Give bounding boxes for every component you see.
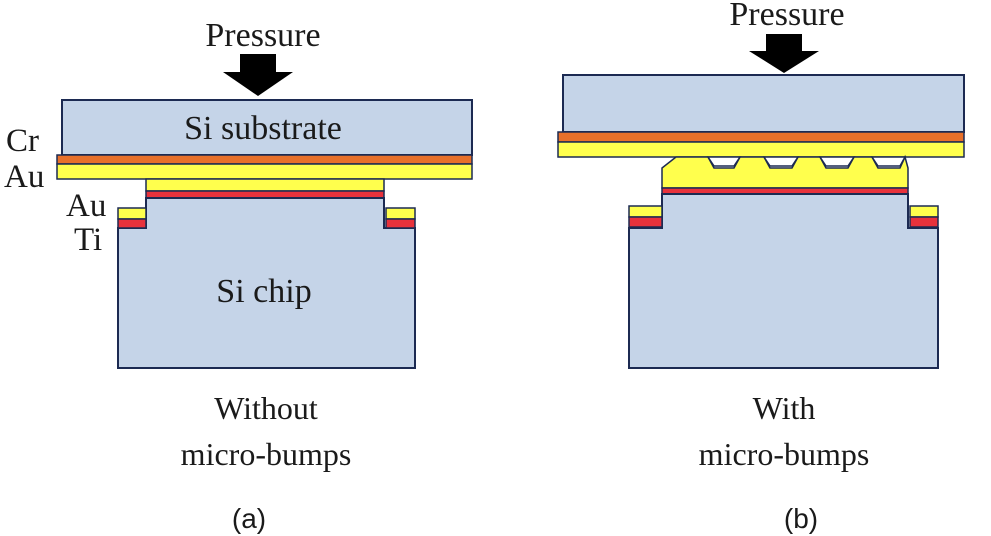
panel-a-au-pad <box>145 178 385 192</box>
panel-b-au-right <box>909 205 939 218</box>
micro-bump-void-2 <box>762 156 800 167</box>
panel-b-si-substrate <box>562 74 965 133</box>
panel-b-pressure-label: Pressure <box>729 0 844 33</box>
panel-a-ti-pad <box>145 190 385 199</box>
panel-b-cr-layer <box>557 131 965 143</box>
panel-b-au-layer-substrate <box>557 141 965 158</box>
label-au-substrate: Au <box>4 159 44 195</box>
panel-a-si-substrate <box>61 99 473 156</box>
panel-a-au-right <box>385 207 416 220</box>
panel-a: Pressure Si substrate Si chip Cr Au Au T… <box>4 17 473 534</box>
label-ti: Ti <box>74 222 102 258</box>
panel-b-au-left <box>628 205 663 218</box>
panel-a-si-substrate-label: Si substrate <box>184 110 342 147</box>
micro-bump-void-4 <box>870 156 907 167</box>
panel-a-letter: (a) <box>232 503 266 534</box>
label-cr: Cr <box>6 123 39 159</box>
panel-b: Pressure With micro-bumps (b) <box>557 0 965 534</box>
panel-a-si-chip-label: Si chip <box>216 273 311 310</box>
panel-a-caption-line1: Without <box>214 390 318 426</box>
label-au-chip: Au <box>66 188 106 224</box>
panel-a-ti-right <box>385 218 416 229</box>
panel-a-au-left <box>117 207 147 220</box>
panel-b-ti-right <box>909 216 939 228</box>
panel-a-pressure-label: Pressure <box>205 17 320 54</box>
panel-a-ti-left <box>117 218 147 229</box>
micro-bump-void-1 <box>706 156 742 167</box>
panel-a-au-layer-substrate <box>56 163 473 180</box>
panel-b-caption-line2: micro-bumps <box>699 436 870 472</box>
micro-bump-void-3 <box>818 156 856 167</box>
panel-a-cr-layer <box>56 154 473 165</box>
panel-a-caption-line2: micro-bumps <box>181 436 352 472</box>
panel-b-letter: (b) <box>784 503 818 534</box>
panel-b-ti-left <box>628 216 663 228</box>
panel-b-si-chip <box>628 193 939 369</box>
panel-b-pressure-arrow <box>749 34 819 73</box>
panel-a-pressure-arrow <box>223 54 293 96</box>
panel-b-caption-line1: With <box>753 390 816 426</box>
